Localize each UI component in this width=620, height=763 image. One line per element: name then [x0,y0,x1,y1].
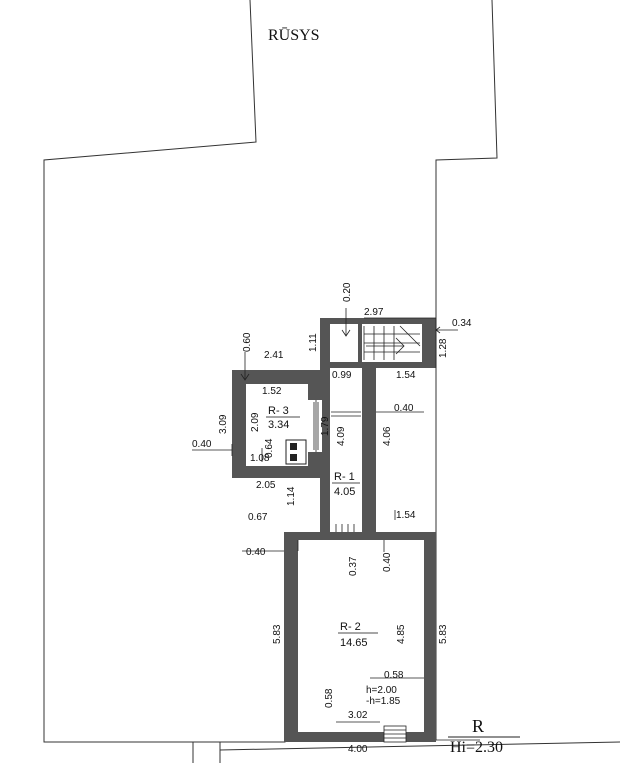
room-r2-area: 14.65 [340,637,368,649]
dim-label: 4.09 [336,426,347,446]
dim-label: 0.40 [246,547,266,558]
dim-label: 1.08 [250,453,270,464]
dim-label: 3.09 [218,414,229,434]
stair-icon [363,325,421,360]
dim-label: 4.00 [348,744,368,755]
dim-label: 0.20 [342,282,353,302]
dim-label: 1.54 [396,370,416,381]
dim-label: 2.09 [250,412,261,432]
wall-corridor-right [362,364,376,534]
dim-label: 2.97 [364,307,384,318]
dim-label: 0.67 [248,512,268,523]
dim-label: 4.85 [396,624,407,644]
room-r1-id: R- 1 [334,471,355,483]
dim-label: 2.41 [264,350,284,361]
dim-label: 5.83 [272,624,283,644]
room-neg-height: -h=1.85 [366,696,401,707]
door-marks-r3 [313,402,319,450]
dim-label: 0.40 [192,439,212,450]
dim-label: 3.02 [348,710,368,721]
dim-label: 0.40 [382,552,393,572]
dim-label: 0.40 [394,403,414,414]
dim-label: 2.05 [256,480,276,491]
room-r1-area: 4.05 [334,486,355,498]
dim-label: 1.14 [286,486,297,506]
dim-label: 1.11 [308,333,319,352]
room-height: h=2.00 [366,685,397,696]
dim-label: 5.83 [438,624,449,644]
dim-label: 1.28 [438,338,449,358]
dim-label: 0.64 [264,438,275,458]
dim-label: 1.52 [262,386,282,397]
level-height: Hi=2.30 [450,739,503,756]
drawing-title: RŪSYS [268,27,320,44]
dim-label: 4.06 [382,426,393,446]
level-letter: R [472,716,484,736]
dim-label: 1.79 [320,416,331,436]
room-r2-id: R- 2 [340,621,361,633]
dim-label: 0.37 [348,556,359,576]
wall-room-r3 [232,370,322,478]
fixture-icon [290,454,297,461]
dim-label: 0.58 [384,670,404,681]
dim-label: 0.60 [242,332,253,352]
dim-label: 1.54 [396,510,416,521]
room-r3-id: R- 3 [268,405,289,417]
room-r3-area: 3.34 [268,419,289,431]
dim-label: 0.34 [452,318,472,329]
stair-landing [330,324,358,362]
boundary-bottom-line [219,741,620,751]
dim-label: 0.58 [324,688,335,708]
dimension-lines [192,308,480,741]
wall-corridor-left [320,364,330,534]
fixture-icon [290,443,297,450]
dim-label: 0.99 [332,370,352,381]
entry-steps [383,725,407,743]
